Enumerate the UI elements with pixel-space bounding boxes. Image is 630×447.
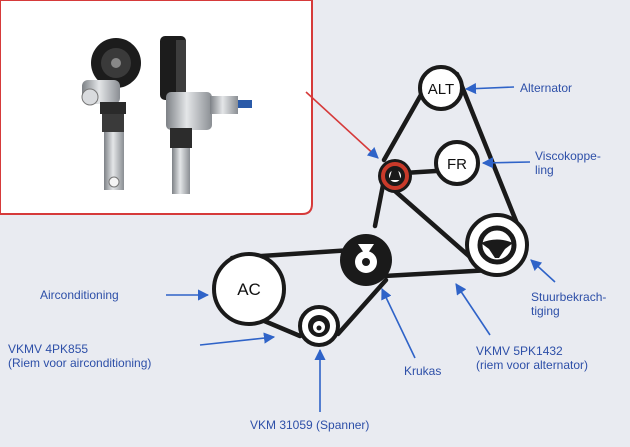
airconditioning-pulley-label: AC [237, 280, 261, 299]
alternator-label: Alternator [520, 81, 573, 95]
vkmv4-arrow [199, 332, 276, 346]
krukas-label: Krukas [404, 364, 442, 378]
steering-wheel-icon [477, 225, 517, 265]
tensioner-icon [313, 321, 325, 333]
alternator-pulley[interactable]: ALT [418, 65, 464, 111]
callout-arrows [166, 82, 556, 412]
spanner-pulley[interactable] [298, 305, 340, 347]
stuurbekrachtiging-label: Stuurbekrach- tiging [531, 290, 607, 318]
alternator-pulley-label: ALT [428, 81, 454, 98]
crankshaft-pulley[interactable] [340, 234, 392, 286]
tensioner-inset-panel [0, 0, 313, 215]
steering-arrow [530, 259, 556, 283]
tensioner-assembly-photo [81, 36, 252, 194]
viscous-fan-pulley[interactable]: FR [434, 140, 480, 186]
airconditioning-pulley[interactable]: AC [212, 252, 286, 326]
airconditioning-label: Airconditioning [40, 288, 119, 302]
vkmv4-label: VKMV 4PK855 (Riem voor airconditioning) [8, 342, 152, 370]
crankshaft-icon [355, 244, 377, 273]
inset-pointer-arrow [305, 91, 379, 159]
alternator-arrow [464, 82, 515, 95]
vkmv5-arrow [455, 283, 491, 336]
viscous-fan-pulley-label: FR [447, 156, 467, 173]
spanner-label: VKM 31059 (Spanner) [250, 418, 370, 432]
visco-arrow [481, 157, 531, 169]
tensioner-pulley[interactable] [378, 159, 412, 193]
visco-label: Viscokoppe- ling [535, 149, 601, 177]
vkmv5-label: VKMV 5PK1432 (riem voor alternator) [476, 344, 589, 372]
krukas-arrow [381, 287, 416, 359]
power-steering-pulley[interactable] [465, 213, 529, 277]
